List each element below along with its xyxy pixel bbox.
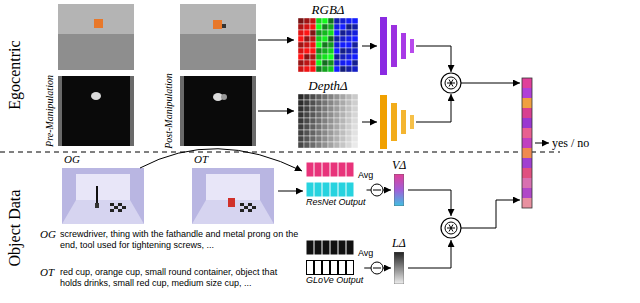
node-label: VΔ	[392, 158, 406, 172]
operation-label: Avg	[358, 170, 373, 181]
fusion-operator	[441, 73, 461, 93]
embedding-vectors: GLoVe Output	[306, 240, 363, 286]
arrow	[535, 143, 549, 144]
node-label: GLoVe Output	[306, 275, 363, 286]
node-label: DepthΔ	[298, 78, 358, 94]
post-rgb-image	[180, 4, 256, 70]
rgb-cnn	[380, 17, 414, 75]
feature-vectors: ResNet Output	[306, 162, 366, 208]
arrow	[461, 83, 520, 84]
arrow	[416, 94, 451, 122]
arrow	[278, 191, 303, 192]
pre-depth-image	[58, 76, 134, 146]
grid-graphic	[298, 94, 358, 148]
arrow	[258, 40, 294, 41]
arrow	[362, 46, 377, 47]
arrow	[408, 190, 451, 216]
fused-vector	[522, 78, 532, 208]
node-label: LΔ	[392, 236, 406, 250]
rgb-difference-grid: RGBΔ	[298, 2, 358, 72]
target-object-scene	[192, 168, 274, 224]
section-label: Egocentric	[5, 40, 24, 109]
difference-bar	[394, 174, 404, 206]
connector	[364, 268, 391, 269]
difference-bar	[394, 252, 404, 284]
visual-difference-vector: VΔ	[392, 158, 406, 206]
pre-rgb-image	[58, 4, 134, 70]
object-description: screwdriver, thing with the fathandle an…	[60, 229, 300, 251]
node-label: ResNet Output	[306, 197, 366, 208]
arrow	[461, 200, 520, 228]
operation-label: Avg	[358, 248, 373, 259]
arrow	[362, 122, 377, 123]
depth-cnn	[380, 95, 414, 149]
arrow	[408, 240, 451, 268]
section-divider	[0, 152, 560, 153]
fusion-operator	[441, 218, 461, 238]
goal-object-scene	[62, 168, 144, 224]
vector-graphic	[306, 240, 354, 275]
object-label: OT	[40, 266, 54, 279]
object-label: OT	[194, 153, 208, 166]
object-label: OG	[64, 153, 80, 166]
output-label: yes / no	[552, 136, 589, 150]
arrow	[416, 46, 451, 72]
vector-graphic	[306, 162, 354, 197]
image-label: Pre-Manipulation	[44, 75, 56, 147]
arrow	[258, 111, 294, 112]
arrow	[140, 149, 302, 171]
post-depth-image	[180, 76, 256, 146]
section-label: Object Data	[5, 190, 24, 267]
language-difference-vector: LΔ	[392, 236, 406, 284]
depth-difference-grid: DepthΔ	[298, 78, 358, 148]
connector	[367, 190, 391, 191]
image-label: Post-Manipulation	[163, 73, 175, 149]
difference-operator	[371, 262, 383, 274]
object-description: red cup, orange cup, small round contain…	[60, 267, 300, 289]
grid-graphic	[298, 18, 358, 72]
difference-operator	[371, 184, 383, 196]
node-label: RGBΔ	[298, 2, 358, 18]
object-label: OG	[40, 228, 56, 241]
